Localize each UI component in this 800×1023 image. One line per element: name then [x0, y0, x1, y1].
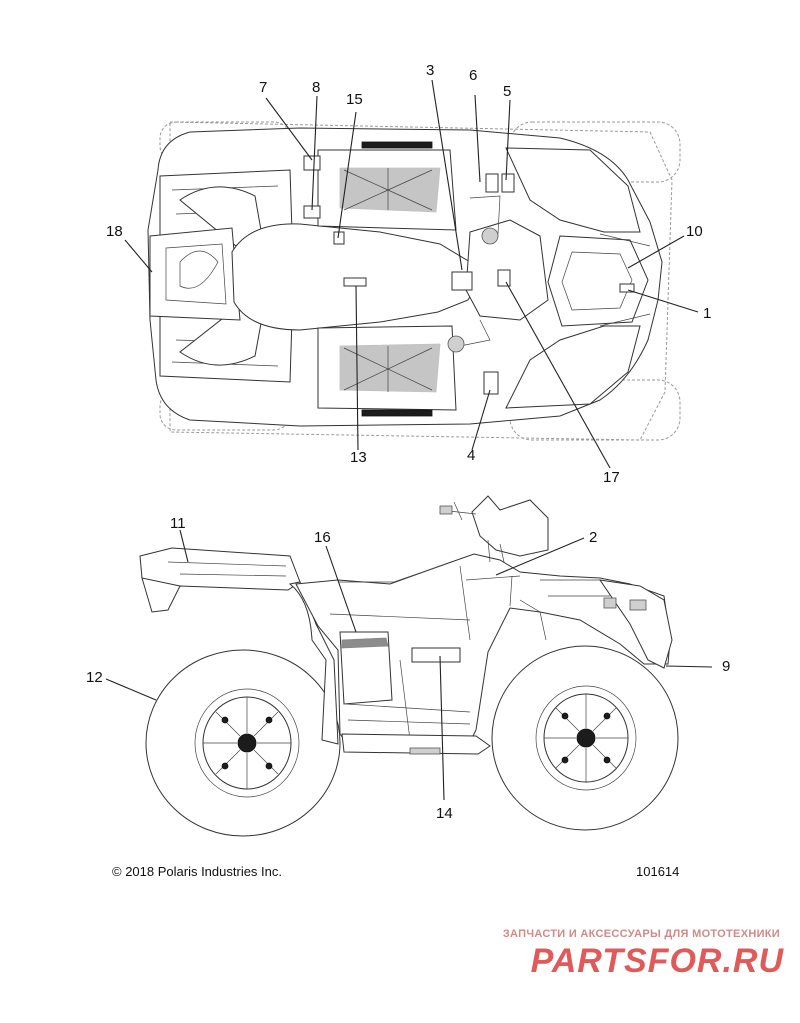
callout-12: 12 [86, 669, 103, 686]
watermark-tagline: ЗАПЧАСТИ И АКСЕССУАРЫ ДЛЯ МОТОТЕХНИКИ [502, 928, 780, 940]
callout-2: 2 [589, 529, 597, 546]
callout-11: 11 [170, 515, 186, 532]
callout-16: 16 [314, 529, 331, 546]
callout-6: 6 [469, 67, 477, 84]
callout-14: 14 [436, 805, 453, 822]
callout-18: 18 [106, 223, 123, 240]
side-view-leaders [105, 529, 713, 801]
callout-7: 7 [259, 79, 267, 96]
callout-10: 10 [686, 223, 703, 240]
callout-4: 4 [467, 447, 475, 464]
callout-3: 3 [426, 62, 434, 79]
callout-17: 17 [603, 469, 620, 486]
callout-13: 13 [350, 449, 367, 466]
watermark: ЗАПЧАСТИ И АКСЕССУАРЫ ДЛЯ МОТОТЕХНИКИ PA… [484, 928, 784, 988]
callout-8: 8 [312, 79, 320, 96]
top-view-atv [147, 121, 681, 441]
callout-9: 9 [722, 658, 730, 675]
figure-number: 101614 [636, 864, 680, 879]
top-view-leaders [124, 79, 699, 469]
callout-labels: 1 2 3 4 5 6 7 8 9 10 11 12 13 14 15 16 1… [86, 62, 730, 822]
side-view-atv [139, 495, 679, 837]
watermark-brand: PARTSFOR.RU [530, 942, 784, 980]
callout-1: 1 [703, 305, 711, 322]
callout-5: 5 [503, 83, 511, 100]
callout-15: 15 [346, 91, 363, 108]
copyright-text: © 2018 Polaris Industries Inc. [112, 864, 282, 879]
